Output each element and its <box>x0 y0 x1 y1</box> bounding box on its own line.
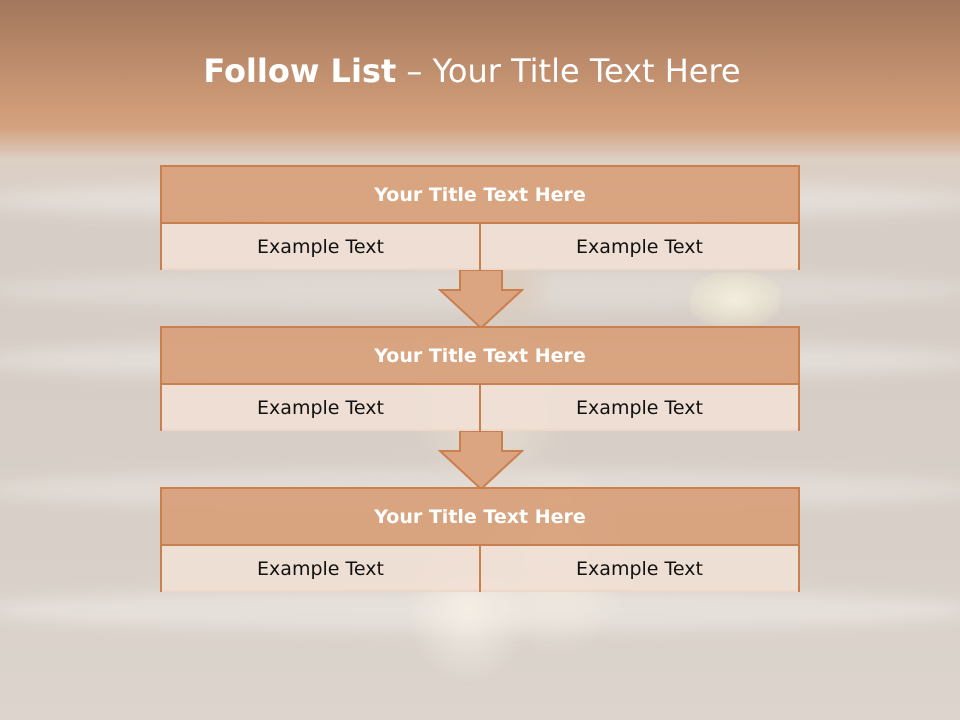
slide-title: Follow List – Your Title Text Here <box>0 52 944 90</box>
down-arrow-icon <box>438 270 524 330</box>
block-row: Example Text Example Text <box>162 224 798 270</box>
list-block-2: Your Title Text Here Example Text Exampl… <box>160 326 800 431</box>
list-block-3: Your Title Text Here Example Text Exampl… <box>160 487 800 592</box>
slide-title-bold: Follow List <box>203 52 397 90</box>
block-heading: Your Title Text Here <box>162 489 798 546</box>
block-heading: Your Title Text Here <box>162 167 798 224</box>
background-photo-bouquet <box>690 272 780 327</box>
block-cell-right: Example Text <box>479 546 798 592</box>
block-row: Example Text Example Text <box>162 546 798 592</box>
slide-title-rest: – Your Title Text Here <box>396 52 741 90</box>
list-block-1: Your Title Text Here Example Text Exampl… <box>160 165 800 270</box>
block-cell-right: Example Text <box>479 385 798 431</box>
down-arrow-icon <box>438 431 524 491</box>
block-cell-left: Example Text <box>162 546 479 592</box>
block-cell-left: Example Text <box>162 385 479 431</box>
block-row: Example Text Example Text <box>162 385 798 431</box>
block-heading: Your Title Text Here <box>162 328 798 385</box>
block-cell-right: Example Text <box>479 224 798 270</box>
block-cell-left: Example Text <box>162 224 479 270</box>
